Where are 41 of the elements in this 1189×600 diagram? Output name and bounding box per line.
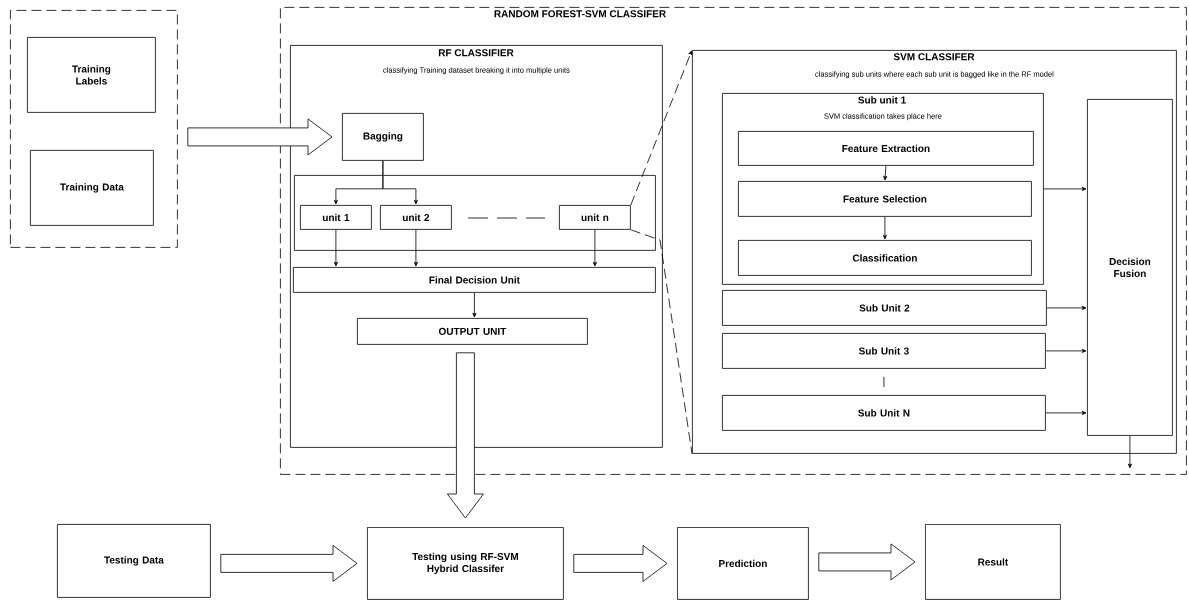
process-box: Training Data xyxy=(30,150,154,226)
arrow xyxy=(1045,348,1087,353)
dashed-group-box xyxy=(10,10,178,248)
process-box: unit n xyxy=(559,205,631,230)
block-arrow xyxy=(187,118,333,156)
process-box: Training Labels xyxy=(27,37,156,113)
arrow xyxy=(883,165,888,181)
block-arrow xyxy=(573,545,668,582)
process-box: unit 2 xyxy=(380,205,452,230)
arrow xyxy=(1043,186,1087,191)
process-box: OUTPUT UNIT xyxy=(357,318,588,345)
process-box: Result xyxy=(925,524,1061,600)
arrow xyxy=(592,229,597,267)
block-arrow xyxy=(447,352,484,519)
process-box: Sub Unit N xyxy=(722,395,1046,431)
process-box: unit 1 xyxy=(300,205,372,230)
block-arrow xyxy=(220,545,358,582)
process-box: Decision Fusion xyxy=(1087,99,1173,436)
zoom-line xyxy=(630,50,693,206)
process-box: Testing using RF-SVM Hybrid Classifer xyxy=(367,527,564,600)
connector-line xyxy=(883,376,885,388)
arrow xyxy=(333,229,338,267)
process-box: Final Decision Unit xyxy=(293,267,656,293)
arrow xyxy=(1127,435,1132,469)
arrow xyxy=(1046,305,1087,310)
arrow xyxy=(413,229,418,267)
arrow xyxy=(382,160,418,205)
arrow xyxy=(882,216,887,240)
block-arrow xyxy=(818,543,916,581)
arrow xyxy=(472,292,477,318)
process-box: Sub Unit 3 xyxy=(722,333,1046,369)
arrow xyxy=(1045,410,1087,415)
unit-group-box xyxy=(294,175,656,251)
process-box: Testing Data xyxy=(57,524,211,598)
process-box: Prediction xyxy=(677,527,809,600)
process-box: Classification xyxy=(738,240,1032,276)
process-box: Bagging xyxy=(342,113,424,161)
process-box: Feature Selection xyxy=(738,181,1032,217)
zoom-line xyxy=(630,229,693,455)
process-box: Feature Extraction xyxy=(738,131,1034,166)
process-box: Sub Unit 2 xyxy=(722,290,1047,326)
